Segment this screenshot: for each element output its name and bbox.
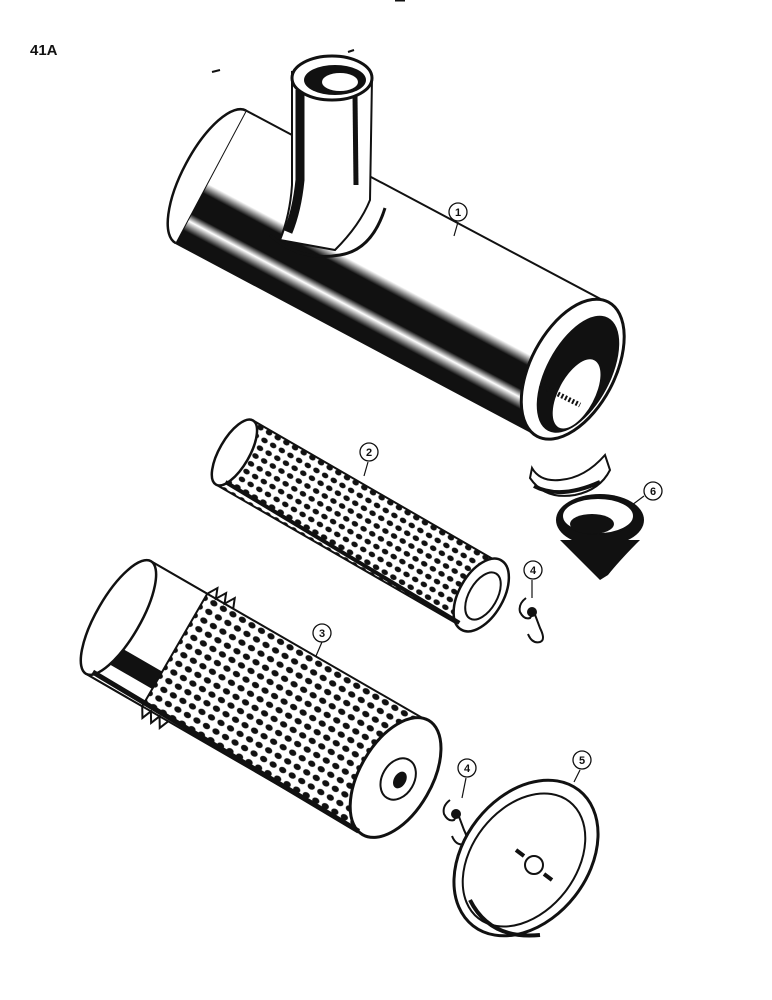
callout-4: 4 bbox=[523, 560, 543, 580]
callout-number: 5 bbox=[579, 755, 585, 767]
callout-1: 1 bbox=[448, 202, 468, 222]
callout-leader bbox=[453, 221, 459, 237]
callout-number: 4 bbox=[530, 565, 537, 577]
air-cleaner-housing bbox=[166, 54, 626, 497]
callout-number: 2 bbox=[366, 447, 372, 459]
stray-mark bbox=[211, 69, 221, 73]
callout-5: 5 bbox=[572, 750, 592, 770]
primary-filter-element bbox=[79, 558, 443, 839]
wing-nut bbox=[442, 799, 468, 846]
inner-safety-filter bbox=[210, 418, 511, 633]
callout-3: 3 bbox=[312, 623, 332, 643]
callout-4: 4 bbox=[457, 758, 477, 778]
dust-valve bbox=[556, 494, 644, 580]
callout-leader bbox=[315, 641, 323, 657]
stray-mark bbox=[347, 49, 355, 53]
air-cleaner-cover bbox=[452, 778, 600, 938]
callout-leader bbox=[631, 495, 645, 506]
page-number-label: 41A bbox=[30, 42, 58, 59]
callout-number: 4 bbox=[464, 763, 471, 775]
callout-number: 1 bbox=[455, 207, 461, 219]
callout-leader bbox=[461, 777, 467, 799]
wing-nut bbox=[518, 597, 544, 644]
callout-number: 3 bbox=[319, 628, 325, 640]
callout-leader bbox=[573, 769, 581, 783]
callout-number: 6 bbox=[650, 486, 656, 498]
callout-6: 6 bbox=[643, 481, 663, 501]
callout-leader bbox=[363, 461, 369, 477]
callout-2: 2 bbox=[359, 442, 379, 462]
